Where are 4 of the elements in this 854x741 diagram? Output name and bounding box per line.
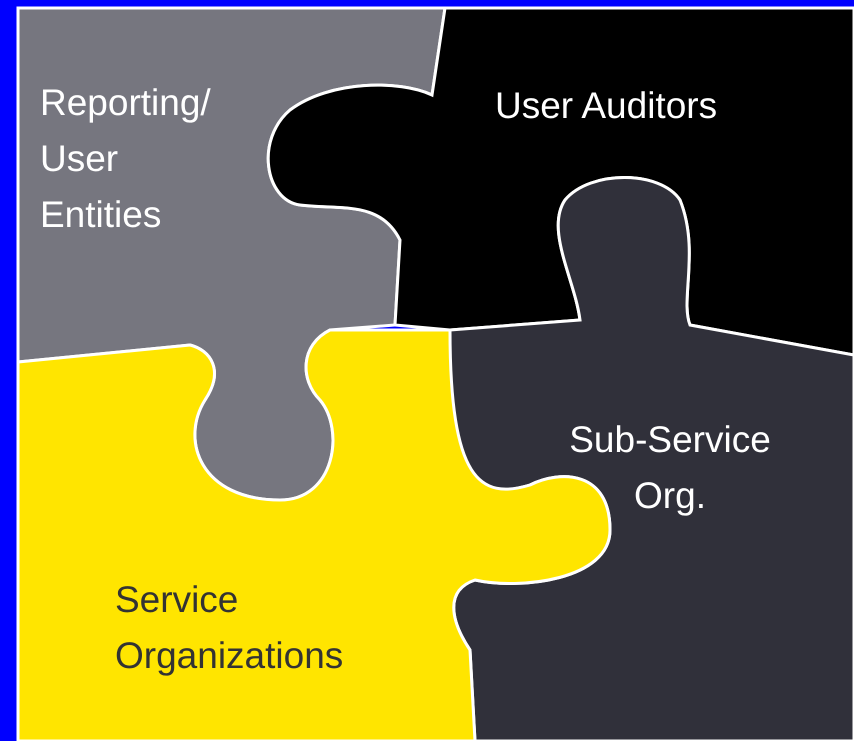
piece-label: Reporting/ User Entities — [40, 81, 212, 237]
piece-label: User Auditors — [495, 84, 718, 128]
piece-label: Sub-Service Org. — [568, 418, 772, 518]
piece-label: Service Organizations — [115, 578, 344, 678]
